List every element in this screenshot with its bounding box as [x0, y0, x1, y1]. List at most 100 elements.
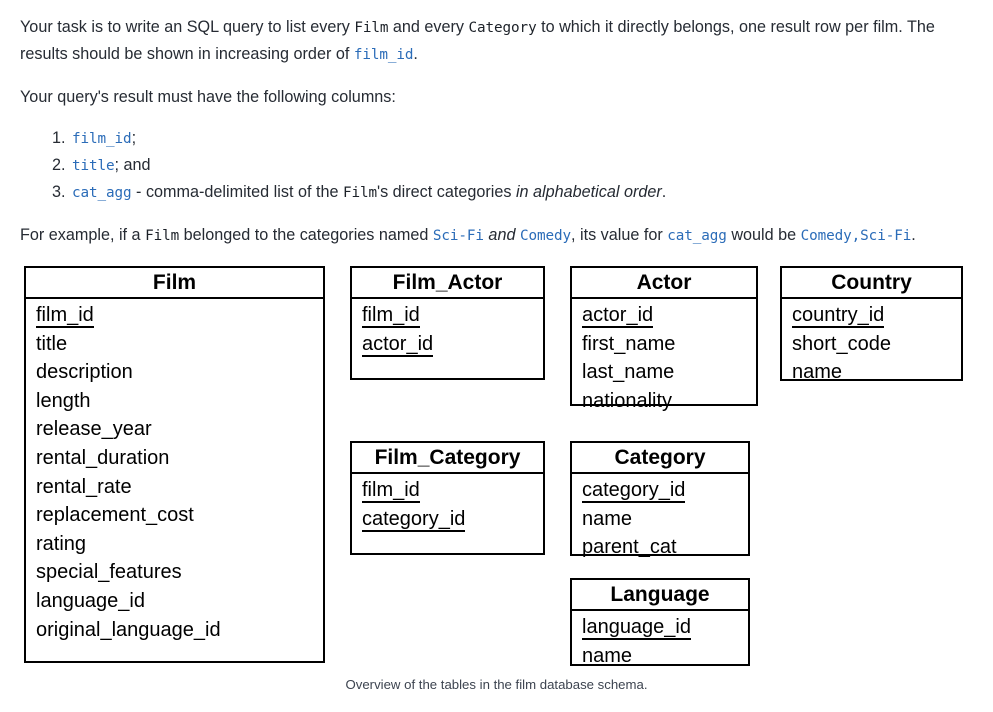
- er-field-label: category_id: [362, 507, 466, 532]
- list-item-suffix: ;: [131, 129, 137, 147]
- er-field-label: special_features: [36, 561, 182, 584]
- list-item-suffix-2: 's direct categories: [377, 183, 516, 201]
- er-table-title: Country: [782, 268, 961, 299]
- code-comedy: Comedy: [519, 228, 571, 244]
- code-film-1: Film: [354, 20, 389, 36]
- er-field: category_id: [582, 476, 748, 505]
- er-table-fields: category_id name parent_cat: [572, 474, 748, 566]
- code-sci-fi: Sci-Fi: [432, 228, 484, 244]
- list-item: title; and: [70, 153, 972, 179]
- intro-text-2: and every: [388, 18, 469, 36]
- er-field: actor_id: [362, 330, 543, 359]
- er-field-label: film_id: [362, 304, 420, 328]
- er-field: film_id: [362, 301, 543, 330]
- code-comedy-scifi: Comedy,Sci-Fi: [800, 228, 912, 244]
- er-field: special_features: [36, 558, 323, 587]
- er-field: language_id: [582, 613, 748, 642]
- er-field-label: film_id: [36, 304, 94, 328]
- er-field: name: [582, 642, 748, 671]
- er-table-category: Category category_id name parent_cat: [570, 441, 750, 558]
- er-field: parent_cat: [582, 533, 748, 562]
- er-table-film: Film film_id title description length re…: [24, 266, 325, 663]
- er-table-title: Actor: [572, 268, 756, 299]
- er-field-label: country_id: [792, 304, 885, 328]
- er-field-label: name: [582, 644, 633, 667]
- er-field: category_id: [362, 505, 543, 534]
- list-item-suffix: ; and: [114, 156, 151, 174]
- er-field-label: rental_duration: [36, 446, 170, 469]
- er-field: last_name: [582, 358, 756, 387]
- er-table-fields: actor_id first_name last_name nationalit…: [572, 299, 756, 419]
- er-field: replacement_cost: [36, 501, 323, 530]
- er-table-title: Language: [572, 580, 748, 611]
- er-field-label: short_code: [792, 332, 891, 355]
- er-field-label: replacement_cost: [36, 504, 194, 527]
- er-field: film_id: [362, 476, 543, 505]
- er-field: name: [582, 505, 748, 534]
- er-field-label: name: [792, 361, 843, 384]
- er-field-label: film_id: [362, 479, 420, 503]
- er-table-film-actor: Film_Actor film_id actor_id: [350, 266, 545, 380]
- er-field-label: first_name: [582, 332, 676, 355]
- er-field-label: original_language_id: [36, 618, 221, 641]
- er-field-label: language_id: [582, 616, 691, 640]
- er-field: rental_duration: [36, 444, 323, 473]
- er-table-title: Film_Actor: [352, 268, 543, 299]
- code-cat-agg-1: cat_agg: [72, 185, 132, 201]
- er-field-label: nationality: [582, 389, 673, 412]
- er-field-label: rating: [36, 532, 87, 555]
- er-field: description: [36, 358, 323, 387]
- er-field: length: [36, 387, 323, 416]
- er-field: first_name: [582, 330, 756, 359]
- required-columns-list: film_id; title; and cat_agg - comma-deli…: [20, 126, 972, 206]
- example-text-5: .: [911, 226, 916, 244]
- er-field-label: length: [36, 389, 91, 412]
- list-item: film_id;: [70, 126, 972, 152]
- example-text-2: belonged to the categories named: [179, 226, 433, 244]
- er-table-film-category: Film_Category film_id category_id: [350, 441, 545, 555]
- example-paragraph: For example, if a Film belonged to the c…: [20, 222, 972, 249]
- list-item: cat_agg - comma-delimited list of the Fi…: [70, 180, 972, 206]
- example-text-3: , its value for: [571, 226, 668, 244]
- intro-text-1: Your task is to write an SQL query to li…: [20, 18, 355, 36]
- er-field: film_id: [36, 301, 323, 330]
- er-field: rental_rate: [36, 473, 323, 502]
- columns-lead: Your query's result must have the follow…: [20, 88, 396, 106]
- er-field: release_year: [36, 415, 323, 444]
- er-field: name: [792, 358, 961, 387]
- er-field-label: last_name: [582, 361, 675, 384]
- er-field-label: name: [582, 507, 633, 530]
- code-film-id-1: film_id: [353, 47, 414, 63]
- intro-paragraph: Your task is to write an SQL query to li…: [20, 14, 972, 68]
- example-and: and: [483, 226, 520, 244]
- er-field: country_id: [792, 301, 961, 330]
- diagram-caption: Overview of the tables in the film datab…: [345, 677, 648, 692]
- er-table-title: Category: [572, 443, 748, 474]
- er-field: nationality: [582, 387, 756, 416]
- alphabetical-order-emphasis: in alphabetical order: [515, 183, 662, 201]
- er-table-title: Film: [26, 268, 323, 299]
- example-text-1: For example, if a: [20, 226, 146, 244]
- er-field-label: category_id: [582, 479, 686, 503]
- code-film-3: Film: [145, 228, 180, 244]
- er-field-label: description: [36, 361, 133, 384]
- er-field: rating: [36, 530, 323, 559]
- code-title: title: [72, 158, 115, 174]
- code-cat-agg-2: cat_agg: [667, 228, 727, 244]
- er-field: actor_id: [582, 301, 756, 330]
- er-field-label: rental_rate: [36, 475, 132, 498]
- er-table-country: Country country_id short_code name: [780, 266, 963, 383]
- er-field-label: actor_id: [582, 304, 654, 328]
- er-field: original_language_id: [36, 616, 323, 645]
- example-text-4: would be: [726, 226, 801, 244]
- er-field-label: actor_id: [362, 332, 434, 357]
- code-film-id-2: film_id: [72, 131, 132, 147]
- er-table-fields: film_id actor_id: [352, 299, 543, 362]
- intro-text-3: to which it directly belongs, one result…: [20, 18, 935, 63]
- er-table-language: Language language_id name: [570, 578, 750, 667]
- er-field: short_code: [792, 330, 961, 359]
- task-description: Your task is to write an SQL query to li…: [20, 14, 972, 265]
- list-item-suffix: - comma-delimited list of the: [131, 183, 343, 201]
- er-field-label: parent_cat: [582, 536, 677, 559]
